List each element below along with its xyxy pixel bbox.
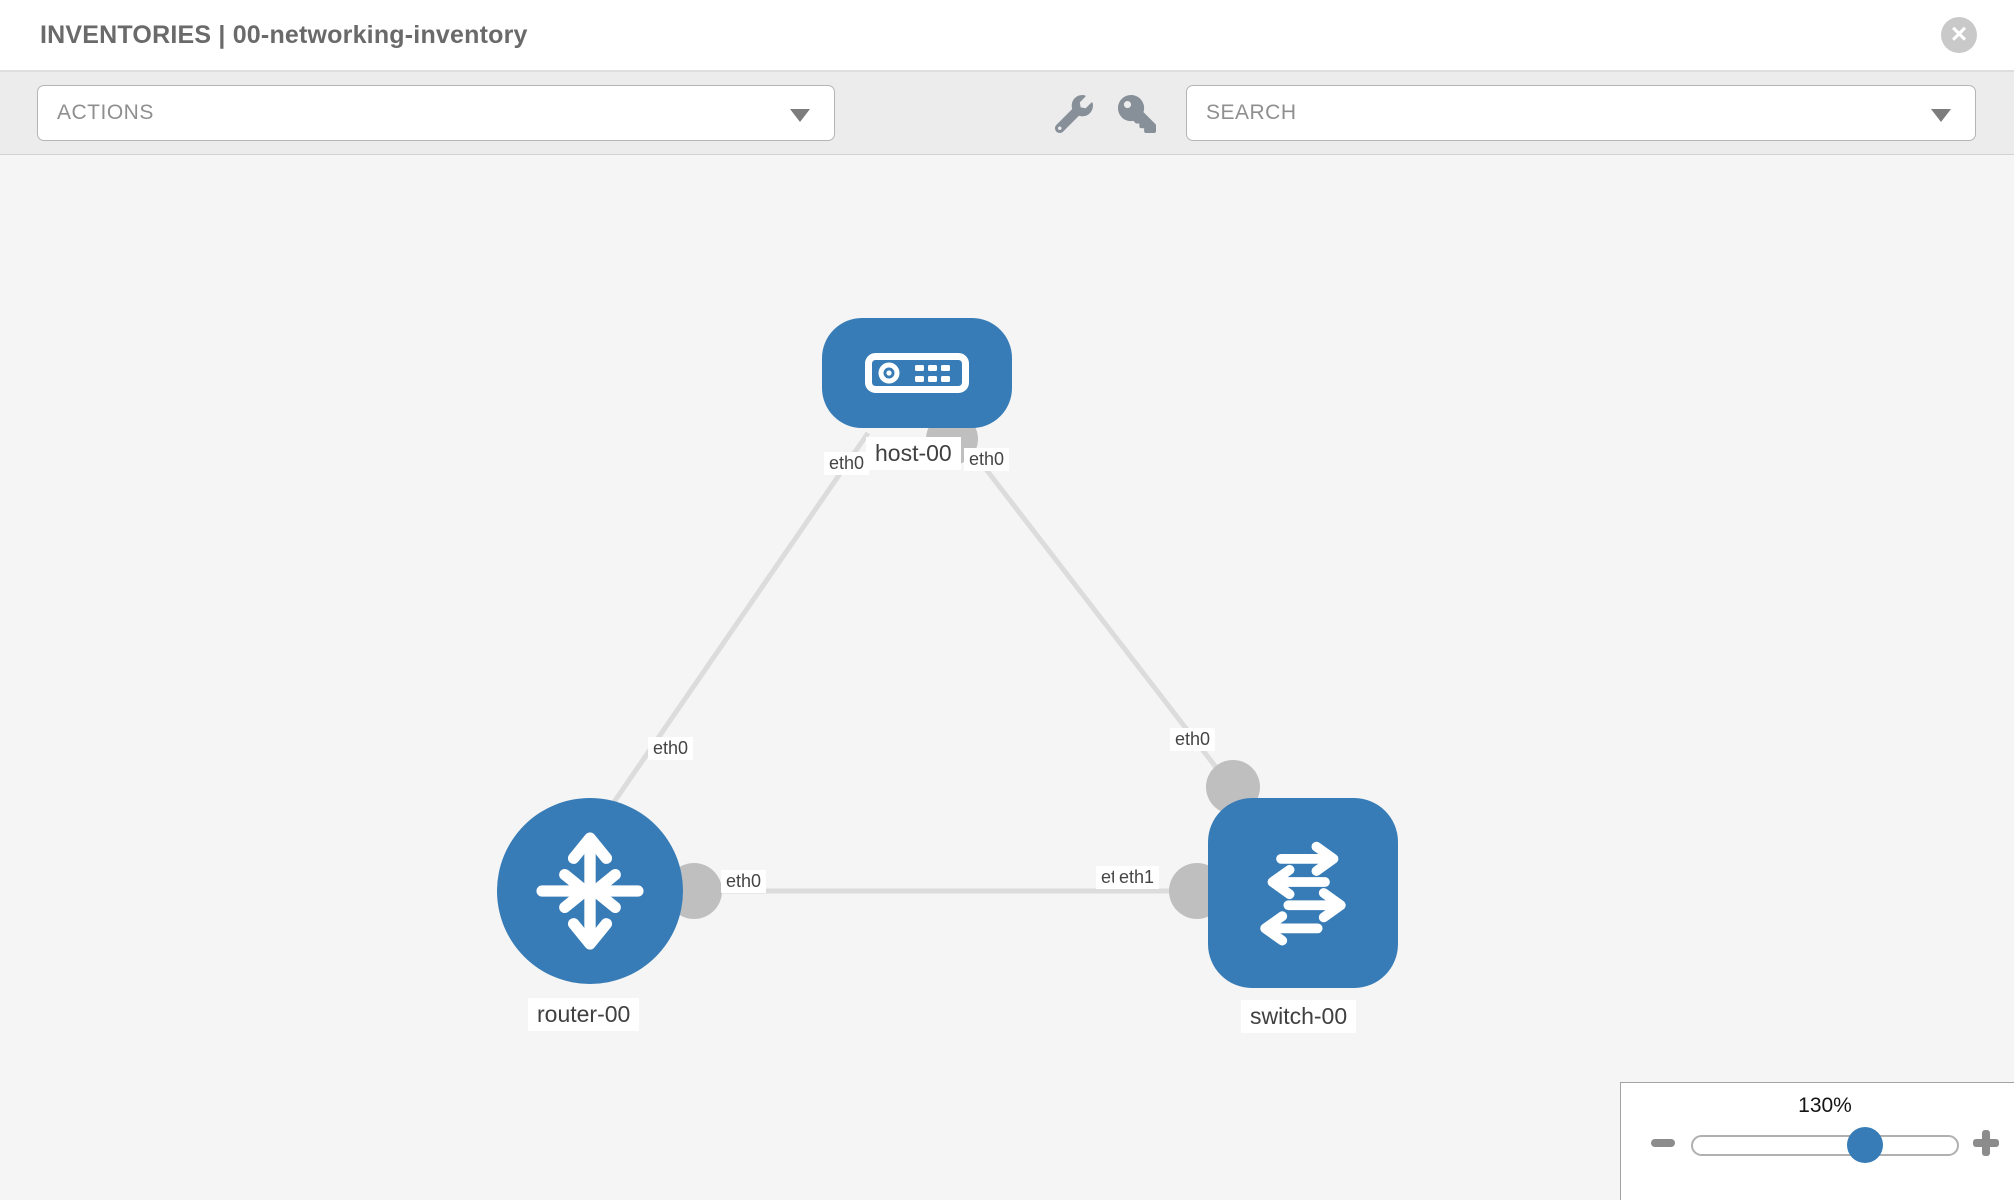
links-layer (609, 413, 1260, 919)
actions-dropdown[interactable]: ACTIONS (37, 85, 835, 141)
node-host-00[interactable] (822, 318, 1012, 428)
caret-down-icon (790, 109, 810, 122)
close-icon: × (1950, 18, 1968, 49)
host-server-icon (865, 353, 969, 393)
close-button[interactable]: × (1941, 17, 1977, 53)
window-header: INVENTORIES | 00-networking-inventory × (0, 0, 2014, 72)
interface-label-eth0-router-host: eth0 (648, 737, 694, 760)
zoom-level: 130% (1798, 1094, 1852, 1117)
interface-label-eth1-switch-left: eth1 (1114, 866, 1160, 889)
search-dropdown[interactable]: SEARCH (1186, 85, 1976, 141)
wrench-icon (1054, 95, 1093, 134)
caret-down-icon (1931, 109, 1951, 122)
interface-label-eth0-switch-top: eth0 (1170, 728, 1216, 751)
zoom-control-panel: 130% (1620, 1082, 2014, 1200)
wrench-button[interactable] (1054, 95, 1093, 134)
key-button[interactable] (1118, 95, 1156, 133)
topology-canvas[interactable]: host-00 router-00 switch-00 eth0 eth0 et… (0, 155, 2014, 1200)
zoom-in-button plus-icon[interactable] (1973, 1130, 1999, 1156)
interface-label-eth0-router-switch: eth0 (721, 870, 767, 893)
key-icon (1118, 95, 1156, 133)
node-label-router: router-00 (528, 998, 640, 1031)
node-label-switch: switch-00 (1241, 1000, 1357, 1033)
search-dropdown-label: SEARCH (1206, 101, 1297, 124)
interface-label-eth0-host-left: eth0 (824, 452, 870, 475)
node-label-host: host-00 (866, 437, 961, 470)
page-title: INVENTORIES | 00-networking-inventory (40, 21, 528, 49)
zoom-slider-track[interactable] (1691, 1135, 1959, 1156)
actions-dropdown-label: ACTIONS (57, 101, 154, 124)
switch-arrows-icon (1260, 841, 1346, 946)
node-switch-00[interactable] (1208, 798, 1398, 988)
zoom-out-button minus-icon[interactable] (1651, 1139, 1675, 1147)
router-arrows-icon (536, 832, 644, 950)
node-router-00[interactable] (497, 798, 683, 984)
toolbar: ACTIONS SEARCH (0, 72, 2014, 155)
zoom-slider-thumb[interactable] (1847, 1127, 1883, 1163)
interface-label-eth0-host-right: eth0 (964, 448, 1010, 471)
